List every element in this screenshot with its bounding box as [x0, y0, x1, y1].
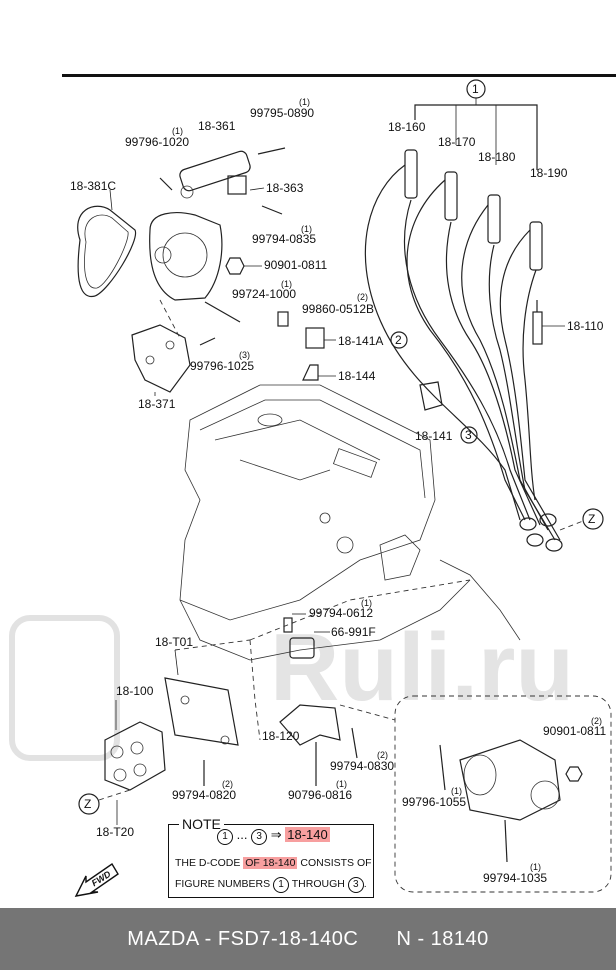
coil-bracket	[164, 677, 239, 746]
starter-group-box	[394, 695, 612, 893]
qty-99860-0512b: (2)	[357, 292, 368, 302]
label-18-120: 18-120	[262, 729, 300, 743]
label-99794-0820: 99794-0820	[172, 788, 236, 802]
label-99796-1055: 99796-1055	[402, 795, 466, 809]
label-99794-0612: 99794-0612	[309, 606, 373, 620]
bracket-18-144	[302, 364, 319, 381]
spark-plug-wires	[364, 149, 563, 552]
bracket-18-120	[279, 704, 341, 746]
note-line3-circle-3: 3	[347, 877, 364, 893]
label-18-361: 18-361	[198, 119, 236, 133]
note-line-1: 1 ... 3 ⇒ 18-140	[217, 827, 330, 845]
label-18-160: 18-160	[388, 120, 426, 134]
label-99796-1020: 99796-1020	[125, 135, 189, 149]
note-arrow-icon: ⇒	[270, 827, 282, 842]
top-rule	[62, 74, 616, 77]
label-18-t01: 18-T01	[155, 635, 193, 649]
qty-99794-0820: (2)	[222, 779, 233, 789]
label-99860-0512b: 99860-0512B	[302, 302, 374, 316]
clip-18-141	[419, 381, 443, 411]
qty-99794-0612: (1)	[361, 598, 372, 608]
starter-motor	[439, 739, 583, 863]
callout-z-right	[582, 508, 604, 530]
qty-99795-0890: (1)	[299, 97, 310, 107]
callout-3-text: 3	[465, 428, 472, 442]
fwd-arrow-icon: FWD	[74, 862, 119, 897]
footer-text: MAZDA - FSD7-18-140C N - 18140	[0, 928, 616, 951]
label-90901-0811: 90901-0811	[264, 258, 327, 272]
callout-2-text: 2	[395, 333, 402, 347]
footer-part-number: MAZDA - FSD7-18-140C	[127, 928, 359, 950]
engine-block	[179, 384, 521, 661]
footer-bar: MAZDA - FSD7-18-140C N - 18140	[0, 908, 616, 970]
callout-z-left-text: Z	[84, 797, 91, 811]
watermark-logo	[9, 615, 120, 761]
alternator	[149, 147, 286, 323]
label-18-t20: 18-T20	[96, 825, 134, 839]
callout-z-left	[78, 793, 100, 815]
spark-plug	[532, 300, 565, 345]
note-line2-highlight: OF 18-140	[243, 857, 298, 869]
label-66-991f: 66-991F	[331, 625, 376, 639]
label-18-141: 18-141	[415, 429, 453, 443]
note-line-2: THE D-CODE OF 18-140 CONSISTS OF	[175, 857, 372, 869]
label-18-363: 18-363	[266, 181, 304, 195]
note-dots: ...	[236, 827, 248, 842]
label-18-170: 18-170	[438, 135, 476, 149]
alternator-bracket	[131, 324, 191, 393]
note-circle-1: 1	[217, 829, 233, 845]
label-90901-0811-starter: 90901-0811	[543, 724, 606, 738]
parts-diagram: Ruli.ru 1 18-160 18-170 18-180 18-190 18…	[9, 79, 612, 893]
label-99795-0890: 99795-0890	[250, 106, 314, 120]
qty-99796-1055: (1)	[451, 786, 462, 796]
label-99794-0835: 99794-0835	[252, 232, 316, 246]
sensor-66-991f	[289, 637, 315, 659]
callout-z-right-text: Z	[588, 512, 595, 526]
note-code: 18-140	[285, 827, 330, 842]
qty-90796-0816: (1)	[336, 779, 347, 789]
note-box: NOTE 1 ... 3 ⇒ 18-140 THE D-CODE OF 18-1…	[168, 816, 374, 898]
label-99794-0830: 99794-0830	[330, 759, 394, 773]
label-18-144: 18-144	[338, 369, 376, 383]
drive-belt	[77, 205, 137, 298]
qty-99794-0835: (1)	[301, 224, 312, 234]
label-99724-1000: 99724-1000	[232, 287, 296, 301]
label-18-381c: 18-381C	[70, 179, 116, 193]
label-18-190: 18-190	[530, 166, 568, 180]
qty-90901-0811-starter: (2)	[591, 716, 602, 726]
label-18-100: 18-100	[116, 684, 154, 698]
qty-99724-1000: (1)	[281, 279, 292, 289]
note-line3-end: .	[363, 878, 367, 890]
bracket-18-141a	[305, 327, 325, 349]
note-line3-through: THROUGH	[291, 878, 345, 890]
note-line2-prefix: THE D-CODE	[175, 857, 244, 869]
watermark-text: Ruli.ru	[270, 614, 574, 721]
qty-99794-0830: (2)	[377, 750, 388, 760]
ignition-coil	[104, 700, 166, 791]
note-line2-suffix: CONSISTS OF	[297, 857, 372, 869]
note-line-3: FIGURE NUMBERS 1 THROUGH 3.	[175, 877, 367, 893]
label-99796-1025: 99796-1025	[190, 359, 254, 373]
qty-99796-1020: (1)	[172, 126, 183, 136]
note-circle-3: 3	[251, 829, 268, 845]
callout-1-text: 1	[472, 82, 479, 96]
note-title: NOTE	[179, 816, 224, 832]
note-line3-circle-1: 1	[273, 877, 290, 893]
note-line3-prefix: FIGURE NUMBERS	[175, 878, 274, 890]
label-90796-0816: 90796-0816	[288, 788, 352, 802]
footer-code: N - 18140	[396, 928, 489, 950]
qty-99796-1025: (3)	[239, 350, 250, 360]
label-18-371: 18-371	[138, 397, 176, 411]
label-99794-1035: 99794-1035	[483, 871, 547, 885]
wire-group-bracket	[414, 104, 538, 170]
label-18-141a: 18-141A	[338, 334, 383, 348]
qty-99794-1035: (1)	[530, 862, 541, 872]
label-18-110: 18-110	[567, 319, 604, 333]
label-18-180: 18-180	[478, 150, 516, 164]
